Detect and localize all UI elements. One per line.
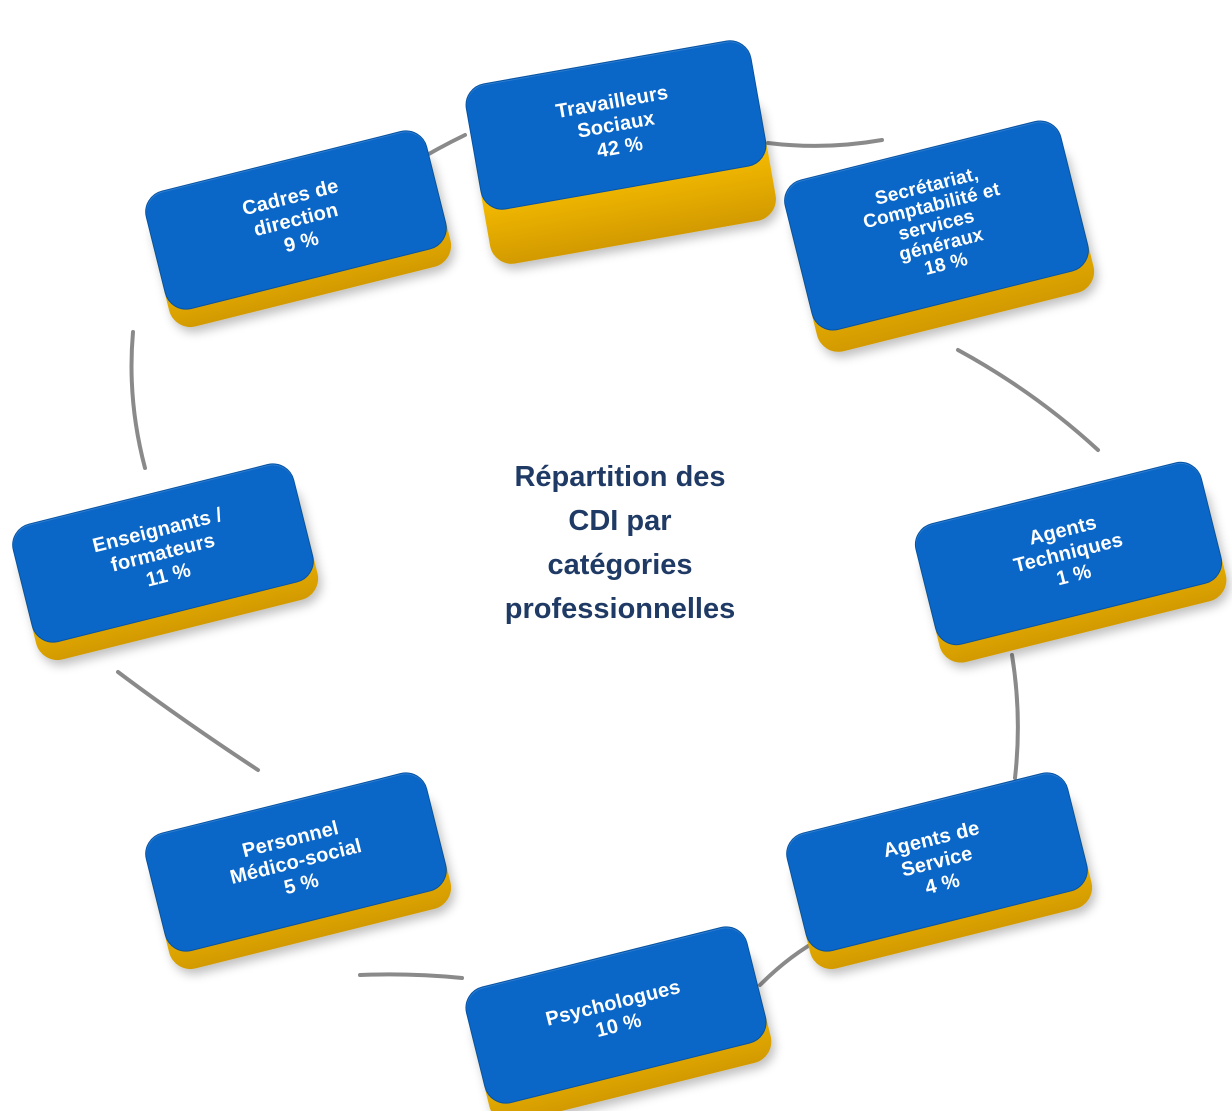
title-line: CDI par bbox=[568, 505, 672, 537]
connector-arc bbox=[1010, 653, 1020, 780]
connector-arc bbox=[766, 138, 884, 148]
connector-arc bbox=[956, 348, 1100, 452]
title-line: Répartition des bbox=[514, 461, 726, 493]
connector-arc bbox=[116, 670, 260, 772]
connector-arc bbox=[129, 330, 147, 470]
connector-arc bbox=[358, 972, 464, 980]
diagram-title: Répartition des CDI par catégories profe… bbox=[470, 455, 770, 631]
title-line: catégories bbox=[547, 549, 693, 581]
title-line: professionnelles bbox=[504, 593, 736, 625]
